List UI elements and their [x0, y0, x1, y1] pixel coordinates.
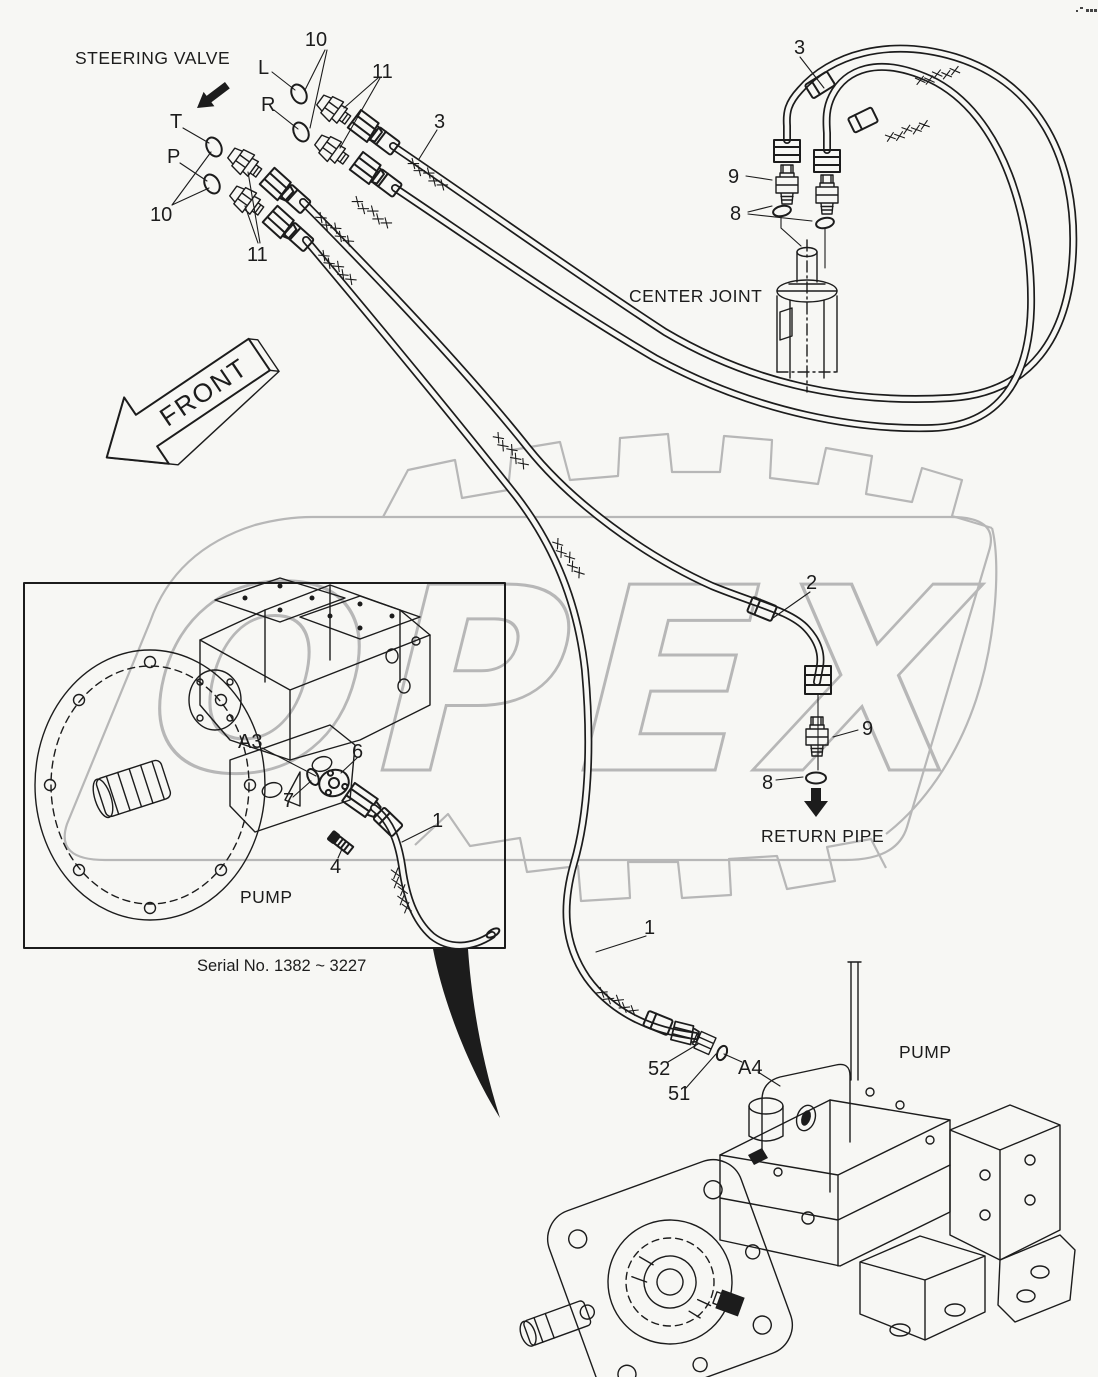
return-pipe-label: RETURN PIPE — [761, 826, 884, 846]
adapter-52 — [691, 1030, 717, 1056]
callout-adapter-52: 52 — [648, 1058, 670, 1080]
callout-oring-left: 10 — [150, 204, 172, 226]
swoosh-pointer — [433, 949, 500, 1118]
return-pipe-area — [745, 595, 832, 817]
hose-group — [299, 44, 1078, 1040]
callout-hose-1: 1 — [644, 917, 655, 939]
center-joint-area — [772, 70, 880, 393]
watermark-gear-teeth-bottom — [414, 812, 887, 903]
callout-port-l: L — [258, 57, 269, 79]
callout-hose-2: 2 — [806, 572, 817, 594]
section-labels: STEERING VALVE CENTER JOINT RETURN PIPE … — [75, 48, 952, 1062]
callouts: 10 L 11 R T P 10 11 3 3 9 8 2 9 8 1 1 A3… — [150, 29, 873, 1105]
oring-7 — [306, 768, 320, 786]
callout-oring-51: 51 — [668, 1083, 690, 1105]
callout-port-a4: A4 — [738, 1057, 762, 1079]
flange-6 — [318, 768, 350, 798]
callout-bolt-4: 4 — [330, 856, 341, 878]
inset-serial-label: Serial No. 1382 ~ 3227 — [197, 957, 366, 975]
return-oring-8 — [805, 771, 827, 785]
steering-valve-fittings — [203, 83, 404, 253]
cj-oring-8-left — [772, 204, 792, 218]
center-joint-label: CENTER JOINT — [629, 286, 762, 306]
fitting-11-t — [223, 142, 267, 184]
print-artifact — [1076, 7, 1097, 12]
cj-adapter-9-right — [815, 174, 839, 215]
callout-adapter-9-cj: 9 — [728, 166, 739, 188]
steering-valve-label: STEERING VALVE — [75, 48, 230, 68]
callout-fitting-left: 11 — [247, 244, 268, 266]
cj-adapter-9-left — [775, 164, 799, 205]
watermark-gear-rim — [885, 527, 998, 835]
return-elbow-nut — [804, 665, 832, 695]
hose-3-right — [391, 62, 1036, 433]
inset-pump-label: PUMP — [240, 887, 293, 907]
callout-oring-8-return: 8 — [762, 772, 773, 794]
callout-port-a3: A3 — [238, 731, 262, 753]
oring-l — [290, 83, 308, 105]
callout-oring-8-cj: 8 — [730, 203, 741, 225]
down-arrow-icon — [804, 788, 828, 817]
fitting-11-l — [312, 89, 356, 131]
front-arrow: FRONT — [105, 337, 280, 466]
callout-fitting-top: 11 — [372, 61, 393, 83]
oring-t — [205, 136, 223, 158]
watermark-plate — [63, 515, 992, 862]
oring-r — [292, 121, 310, 143]
main-pump-label: PUMP — [899, 1042, 952, 1062]
callout-port-t: T — [170, 111, 182, 133]
inset-parts — [306, 768, 501, 950]
callout-port-r: R — [261, 94, 275, 116]
oring-p — [203, 173, 221, 195]
center-joint-body — [776, 239, 838, 393]
callout-oring-top: 10 — [305, 29, 327, 51]
callout-flange-6: 6 — [352, 741, 363, 763]
leader-lines — [171, 49, 859, 1089]
main-pump-drawing — [519, 961, 1076, 1377]
fitting-11-p — [225, 180, 269, 222]
direction-arrow-icon — [197, 81, 230, 109]
cj-elbow-nuts — [773, 139, 841, 173]
inset-pump-drawing — [34, 577, 431, 921]
inset-box — [23, 577, 506, 950]
bolt-4 — [327, 830, 355, 855]
callout-hose-3-center-joint: 3 — [794, 37, 805, 59]
callout-hose-1-inset: 1 — [432, 810, 443, 832]
callout-port-p: P — [167, 146, 180, 168]
callout-hose-3-steering: 3 — [434, 111, 445, 133]
oring-51 — [715, 1044, 729, 1062]
callout-oring-7: 7 — [283, 790, 294, 812]
callout-adapter-9-return: 9 — [862, 718, 873, 740]
cj-oring-8-right — [815, 216, 835, 230]
